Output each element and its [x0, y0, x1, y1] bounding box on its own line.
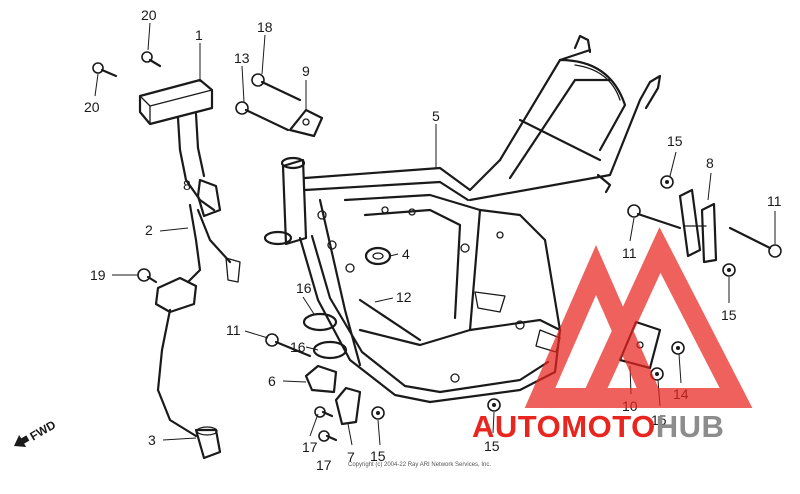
watermark-logo — [524, 227, 753, 408]
callout-5: 5 — [432, 108, 440, 124]
callout-8-left: 8 — [183, 177, 191, 193]
bolt-12 — [358, 298, 422, 342]
bolt-20-lower — [92, 62, 118, 78]
watermark-triangle-right — [576, 227, 753, 408]
bolt-11-left — [265, 333, 312, 358]
callout-labels: 20 1 20 18 13 9 5 2 19 3 4 12 16 16 11 6… — [84, 7, 782, 473]
leader-lines — [94, 22, 776, 446]
bolt-11-mid — [627, 204, 682, 230]
nut-15-lower — [371, 406, 385, 420]
callout-12: 12 — [396, 289, 412, 305]
bolt-20-upper — [141, 51, 162, 68]
callout-7: 7 — [347, 449, 355, 465]
callout-1: 1 — [195, 27, 203, 43]
bolt-13 — [235, 101, 290, 132]
callout-15-top: 15 — [667, 133, 683, 149]
clamp-16-upper — [302, 312, 338, 332]
callout-11-left: 11 — [226, 322, 241, 338]
callout-11-mid: 11 — [622, 245, 637, 261]
callout-19: 19 — [90, 267, 106, 283]
callout-18: 18 — [257, 19, 273, 35]
callout-9: 9 — [302, 63, 310, 79]
callout-4: 4 — [402, 246, 410, 262]
engine-hanger-8 — [678, 188, 718, 264]
clamp-16-lower — [312, 340, 348, 360]
callout-15-center: 15 — [370, 448, 386, 464]
callout-20-top: 20 — [141, 7, 157, 23]
callout-16-upper: 16 — [296, 280, 312, 296]
plate-6 — [304, 364, 338, 394]
watermark-text: AUTOMOTOHUB — [472, 409, 724, 444]
callout-15-right: 15 — [721, 307, 737, 323]
bolt-18 — [251, 73, 302, 102]
collar-4 — [364, 246, 392, 266]
plate-7 — [334, 386, 362, 426]
callout-11-right: 11 — [767, 193, 782, 209]
callout-8-right: 8 — [706, 155, 714, 171]
callout-20-left: 20 — [84, 99, 100, 115]
nut-15-top — [660, 175, 674, 189]
callout-15-bottom: 15 — [484, 438, 500, 454]
callout-15-rear: 15 — [651, 412, 667, 428]
nut-15-bottom — [487, 398, 501, 412]
copyright-text: Copyright (c) 2004-22 Ray ARI Network Se… — [348, 462, 491, 468]
callout-6: 6 — [268, 373, 276, 389]
bolt-19 — [137, 268, 158, 284]
callout-2: 2 — [145, 222, 153, 238]
wire-harness — [186, 203, 241, 284]
watermark-text-red: AUTOMOTO — [472, 409, 656, 444]
ignition-coil — [154, 276, 222, 460]
nut-15-right — [722, 263, 736, 277]
cdi-unit — [138, 78, 222, 218]
bracket-9 — [288, 108, 324, 138]
callout-17-lower: 17 — [316, 457, 332, 473]
fwd-arrow-icon — [14, 434, 30, 448]
bolt-11-right — [728, 226, 782, 258]
callout-13: 13 — [234, 50, 250, 66]
callout-17-upper: 17 — [302, 439, 318, 455]
main-frame — [263, 34, 662, 404]
bolt-17-lower — [318, 430, 338, 442]
callout-16-lower: 16 — [290, 339, 306, 355]
fwd-label: FWD — [27, 417, 58, 443]
nut-14 — [671, 341, 685, 355]
callout-3: 3 — [148, 432, 156, 448]
watermark-text-gray: HUB — [656, 409, 725, 444]
fwd-indicator: FWD — [14, 417, 58, 448]
